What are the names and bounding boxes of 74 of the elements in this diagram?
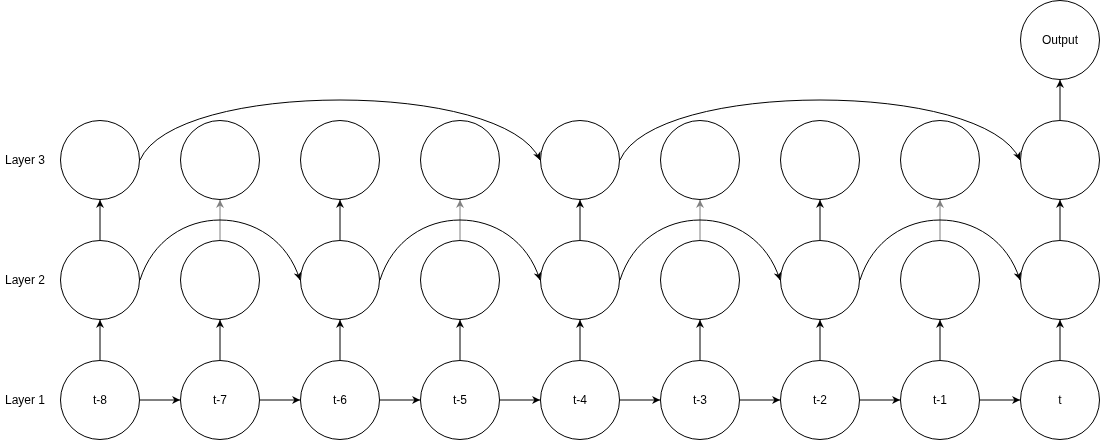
node-label: t-5 — [453, 393, 467, 407]
node-label: Output — [1042, 33, 1078, 47]
node-circle — [780, 240, 860, 320]
node-circle — [60, 360, 140, 440]
node-circle — [300, 240, 380, 320]
node-label: t-2 — [813, 393, 827, 407]
node-circle — [180, 240, 260, 320]
node-label: t-4 — [573, 393, 587, 407]
arrow — [456, 199, 464, 241]
node-circle — [60, 240, 140, 320]
node-circle — [60, 120, 140, 200]
curved-arrow — [619, 219, 781, 281]
node-circle — [540, 360, 620, 440]
arrow — [979, 396, 1021, 404]
node-label: t — [1058, 393, 1062, 407]
arrow — [216, 199, 224, 241]
node-circle — [420, 240, 500, 320]
arrow — [259, 396, 301, 404]
node-circle — [1020, 240, 1100, 320]
arrow — [619, 396, 661, 404]
arrow — [216, 319, 224, 361]
arrow — [379, 396, 421, 404]
arrow — [96, 319, 104, 361]
node-label: t-8 — [93, 393, 107, 407]
arrow — [1056, 79, 1064, 121]
curved-arrow — [379, 219, 541, 281]
node-circle — [780, 120, 860, 200]
arrow — [499, 396, 541, 404]
node-circle — [180, 120, 260, 200]
arrow — [859, 396, 901, 404]
node-label: t-7 — [213, 393, 227, 407]
node-circle — [780, 360, 860, 440]
node-circle — [660, 120, 740, 200]
node-circle — [1020, 360, 1100, 440]
node-circle — [660, 240, 740, 320]
arrow — [696, 319, 704, 361]
arrow — [816, 319, 824, 361]
curved-arrow — [139, 99, 541, 161]
node-circle — [660, 360, 740, 440]
node-circle — [540, 240, 620, 320]
curved-arrow — [619, 99, 1021, 161]
node-circle — [1020, 120, 1100, 200]
node-label: t-3 — [693, 393, 707, 407]
node-circle — [540, 120, 620, 200]
arrow — [456, 319, 464, 361]
node-circle — [300, 120, 380, 200]
arrow — [936, 319, 944, 361]
arrow — [739, 396, 781, 404]
node-circle — [420, 360, 500, 440]
curved-arrow — [139, 219, 301, 281]
row-label: Layer 3 — [5, 153, 46, 167]
arrow — [576, 199, 584, 241]
node-circle — [900, 120, 980, 200]
arrow — [96, 199, 104, 241]
node-circle — [1020, 0, 1100, 80]
arrow — [1056, 199, 1064, 241]
arrow — [336, 199, 344, 241]
node-label: t-1 — [933, 393, 947, 407]
arrow — [1056, 319, 1064, 361]
arrow — [816, 199, 824, 241]
node-circle — [300, 360, 380, 440]
node-circle — [900, 360, 980, 440]
node-circle — [420, 120, 500, 200]
arrow — [696, 199, 704, 241]
node-circle — [180, 360, 260, 440]
arrow — [936, 199, 944, 241]
row-label: Layer 1 — [5, 393, 46, 407]
arrow — [139, 396, 181, 404]
curved-arrow — [859, 219, 1021, 281]
node-label: t-6 — [333, 393, 347, 407]
arrow — [336, 319, 344, 361]
row-label: Layer 2 — [5, 273, 46, 287]
node-circle — [900, 240, 980, 320]
arrow — [576, 319, 584, 361]
